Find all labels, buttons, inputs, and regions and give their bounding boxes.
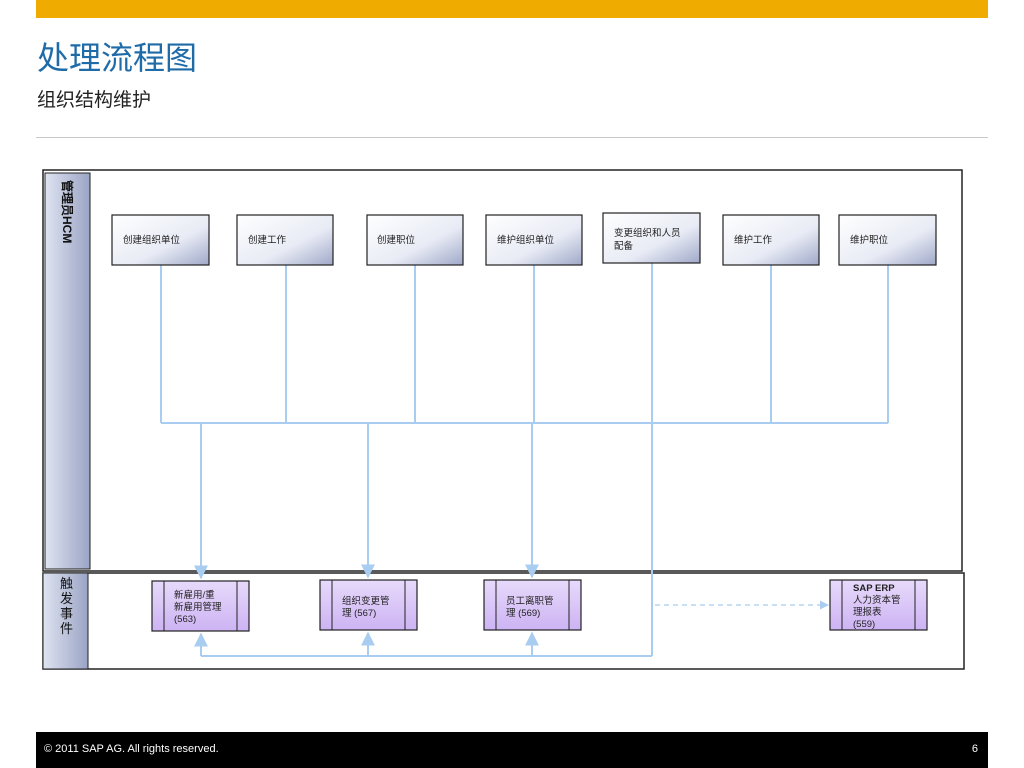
process-label-line1: 组织变更管	[342, 595, 390, 607]
activity-label: 创建职位	[377, 234, 416, 246]
activity-create-job[interactable]: 创建工作	[236, 214, 334, 266]
activity-label: 维护工作	[734, 234, 773, 246]
activity-create-org-unit[interactable]: 创建组织单位	[111, 214, 210, 266]
activity-maintain-position[interactable]: 维护职位	[838, 214, 937, 266]
process-label-line2: 新雇用管理	[174, 601, 222, 613]
process-label-line1: 员工离职管	[506, 595, 554, 607]
process-label-line2: 理 (569)	[506, 608, 540, 619]
activity-label: 创建组织单位	[123, 234, 181, 246]
activity-label-line1: 变更组织和人员	[614, 227, 681, 239]
process-label-line1: 新雇用/重	[174, 589, 215, 601]
footer-copyright: © 2011 SAP AG. All rights reserved.	[44, 743, 219, 755]
footer-bar: © 2011 SAP AG. All rights reserved. 6	[36, 732, 988, 768]
activity-label: 维护组织单位	[497, 234, 555, 246]
activity-change-org-staffing[interactable]: 变更组织和人员 配备	[602, 212, 701, 264]
activity-label-line2: 配备	[614, 240, 634, 252]
activity-maintain-org-unit[interactable]: 维护组织单位	[485, 214, 583, 266]
page-number: 6	[971, 743, 978, 755]
top-accent-bar	[36, 0, 988, 18]
process-hcm-reporting[interactable]: SAP ERP 人力资本管 理报表 (559)	[829, 579, 928, 631]
lane-admin-header	[44, 172, 91, 570]
process-label-line3: (563)	[174, 614, 196, 625]
process-org-change-management[interactable]: 组织变更管 理 (567)	[319, 579, 418, 631]
page-title: 处理流程图	[37, 39, 198, 77]
lane-trigger-header	[42, 572, 89, 670]
process-label-line4: (559)	[853, 619, 875, 630]
lane-admin-label: 管理员HCM	[60, 180, 75, 243]
process-label-line3: 理报表	[853, 606, 882, 618]
activity-maintain-job[interactable]: 维护工作	[722, 214, 820, 266]
page-subtitle: 组织结构维护	[37, 89, 152, 111]
activity-label: 维护职位	[850, 234, 889, 246]
process-label-line1: SAP ERP	[853, 583, 895, 594]
title-divider	[36, 137, 988, 138]
activity-create-position[interactable]: 创建职位	[366, 214, 464, 266]
process-label-line2: 人力资本管	[853, 594, 901, 606]
process-new-hire-management[interactable]: 新雇用/重 新雇用管理 (563)	[151, 580, 250, 632]
connectors	[160, 262, 889, 657]
process-employee-termination[interactable]: 员工离职管 理 (569)	[483, 579, 582, 631]
activity-label: 创建工作	[248, 234, 287, 246]
process-label-line2: 理 (567)	[342, 608, 376, 619]
lane-trigger-label: 触 发 事 件	[60, 576, 77, 636]
